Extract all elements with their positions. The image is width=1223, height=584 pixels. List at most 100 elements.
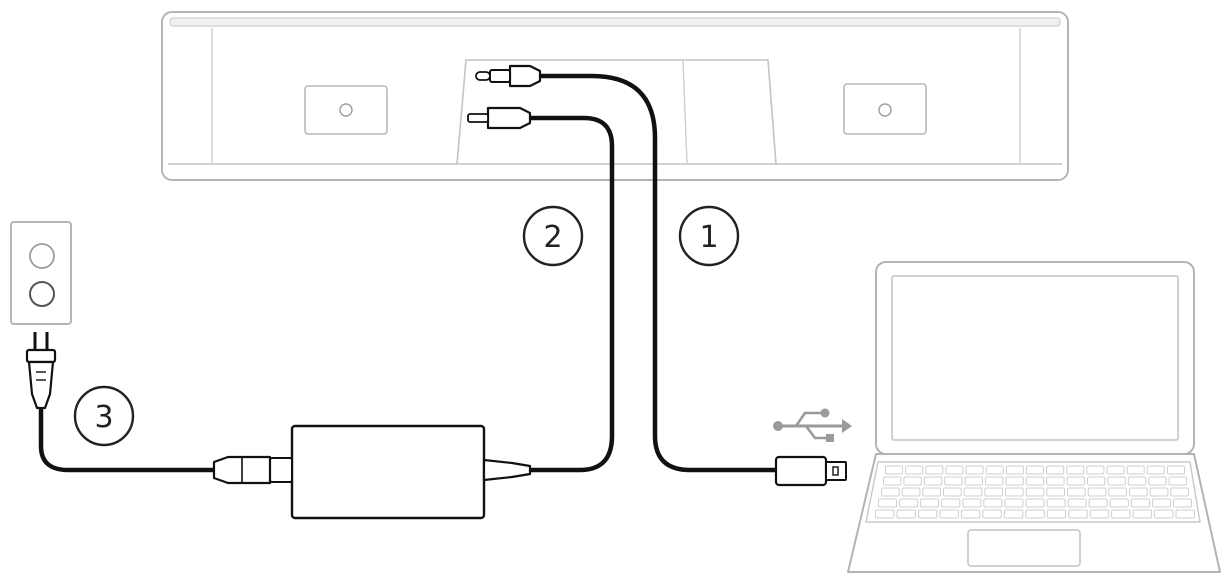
keyboard-key — [1111, 509, 1131, 519]
keyboard-key — [963, 487, 983, 497]
keyboard-key — [985, 476, 1004, 486]
callout-3-circle — [73, 385, 135, 447]
screw-hole-left — [339, 103, 353, 117]
keyboard-key — [964, 476, 983, 486]
ac-power-cord-wire — [38, 407, 217, 473]
keyboard-key — [960, 509, 981, 519]
keyboard-key — [1166, 465, 1186, 475]
power-adapter-inlet — [269, 457, 293, 483]
keyboard-key — [1003, 509, 1024, 519]
keyboard-key — [1067, 498, 1087, 508]
wall-outlet — [10, 221, 72, 325]
callout-1-circle — [678, 205, 740, 267]
keyboard-key — [1148, 476, 1167, 486]
keyboard-key — [1068, 509, 1088, 519]
wall-outlet-plate — [10, 221, 72, 325]
keyboard-key — [1046, 476, 1065, 486]
callout-2-label: 2 — [543, 220, 562, 255]
mount-plate-right — [843, 83, 927, 135]
connector-recess-divider — [682, 59, 688, 165]
keyboard-key — [1127, 476, 1147, 486]
keyboard-key — [1086, 465, 1105, 475]
keyboard-key — [983, 498, 1003, 508]
laptop — [847, 261, 1221, 573]
keyboard-key — [1005, 487, 1024, 497]
usb-c-plug — [475, 64, 542, 88]
keyboard-key — [1109, 498, 1129, 508]
keyboard-key — [1025, 476, 1045, 486]
keyboard-key — [923, 476, 943, 486]
usb-a-plug — [774, 455, 847, 487]
callout-3-label: 3 — [94, 400, 113, 435]
outlet-socket-bottom — [29, 281, 55, 307]
keyboard-key — [945, 465, 964, 475]
keyboard-key — [1126, 465, 1145, 475]
dc-barrel-plug — [467, 106, 532, 130]
dc-power-cable-wire — [525, 115, 615, 473]
keyboard-key — [925, 465, 944, 475]
keyboard-key — [941, 498, 961, 508]
keyboard-key — [1005, 465, 1024, 475]
usb-cable-wire — [535, 73, 779, 473]
keyboard-key — [985, 465, 1004, 475]
keyboard-key — [1175, 509, 1195, 519]
keyboard-key — [1025, 487, 1045, 497]
keyboard-key — [1146, 465, 1165, 475]
keyboard-key — [982, 509, 1002, 519]
keyboard-key — [885, 465, 904, 475]
video-bar-body — [161, 11, 1069, 181]
keyboard-key — [1025, 465, 1045, 475]
ac-inlet-connector — [212, 455, 272, 485]
keyboard-key — [1151, 498, 1172, 508]
keyboard-key — [1132, 509, 1153, 519]
keyboard-key — [922, 487, 941, 497]
keyboard-key — [943, 487, 962, 497]
dc-power-cable — [467, 106, 615, 473]
keyboard-key — [944, 476, 963, 486]
keyboard-key — [1089, 509, 1110, 519]
keyboard-key — [1066, 465, 1085, 475]
keyboard-key — [1149, 487, 1169, 497]
video-bar — [161, 11, 1069, 181]
callout-2: 2 — [522, 205, 584, 267]
wall-plug — [25, 332, 57, 410]
callout-1: 1 — [678, 205, 740, 267]
keyboard-key — [920, 498, 940, 508]
keyboard-key — [1172, 498, 1193, 508]
keyboard-key — [901, 487, 921, 497]
ac-power-cord — [25, 332, 272, 485]
keyboard-key — [1130, 498, 1150, 508]
keyboard-key — [903, 476, 922, 486]
keyboard-key — [1108, 487, 1128, 497]
connector-recess — [456, 59, 777, 165]
keyboard-key — [1107, 476, 1126, 486]
keyboard-key — [881, 487, 900, 497]
usb-cable — [475, 64, 847, 487]
mount-plate-left — [304, 85, 388, 135]
keyboard-key — [1170, 487, 1190, 497]
keyboard-key — [1066, 476, 1085, 486]
keyboard-key — [1088, 498, 1108, 508]
keyboard-key — [896, 509, 916, 519]
power-adapter-body — [290, 424, 486, 520]
callout-2-circle — [522, 205, 584, 267]
power-adapter-output-relief — [482, 458, 532, 482]
keyboard-key — [1046, 465, 1065, 475]
video-bar-top-edge — [169, 17, 1061, 27]
keyboard-key — [899, 498, 919, 508]
keyboard-key — [1046, 487, 1066, 497]
keyboard-key — [1004, 498, 1024, 508]
laptop-screen — [891, 275, 1179, 441]
outlet-socket-top — [29, 243, 55, 269]
callout-3: 3 — [73, 385, 135, 447]
keyboard-key — [1129, 487, 1148, 497]
keyboard-key — [1106, 465, 1125, 475]
keyboard-key — [1154, 509, 1174, 519]
keyboard-key — [1025, 509, 1045, 519]
keyboard-key — [1168, 476, 1187, 486]
keyboard-key — [939, 509, 959, 519]
keyboard-key — [1025, 498, 1045, 508]
power-adapter — [269, 424, 532, 520]
keyboard-key — [875, 509, 895, 519]
